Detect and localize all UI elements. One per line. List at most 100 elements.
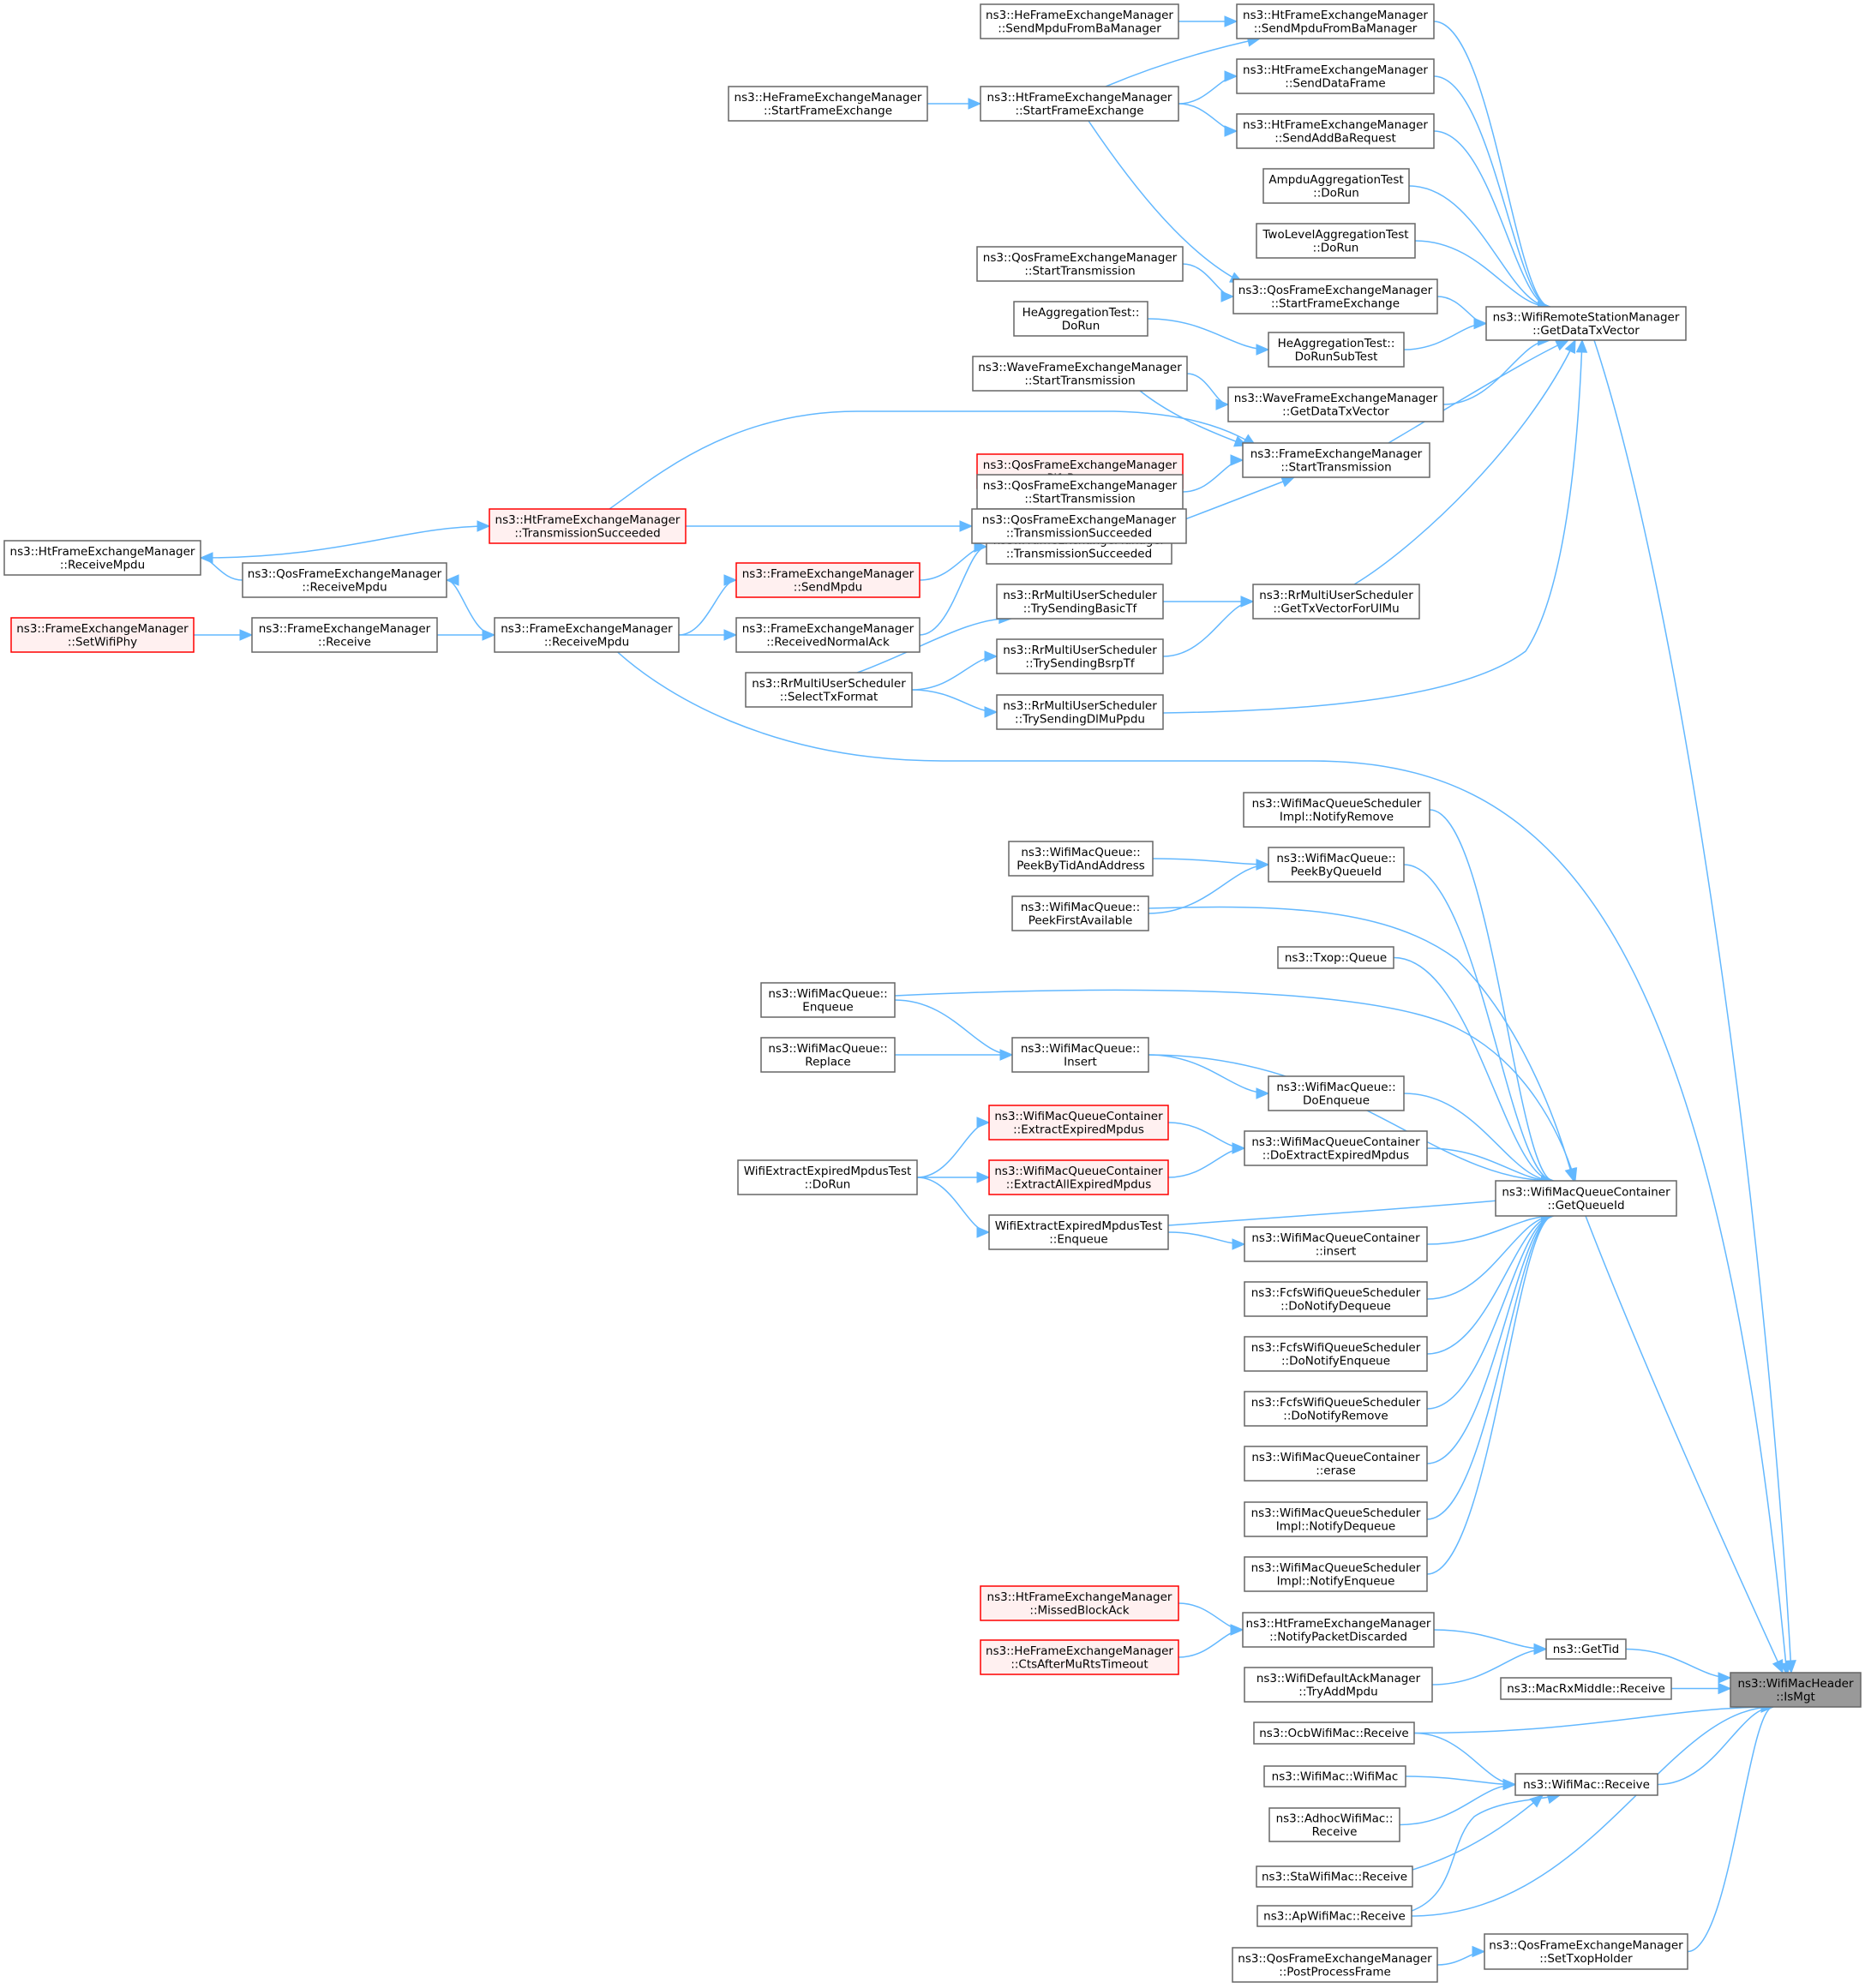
node-box[interactable]: [745, 672, 913, 708]
node-wmrecv[interactable]: ns3::WifiMac::Receive: [1514, 1773, 1658, 1796]
node-htrmpdu[interactable]: ns3::HtFrameExchangeManager::ReceiveMpdu: [3, 540, 201, 576]
node-wmqcerase[interactable]: ns3::WifiMacQueueContainer::erase: [1244, 1446, 1428, 1482]
node-gettid[interactable]: ns3::GetTid: [1545, 1638, 1627, 1660]
node-peektid[interactable]: ns3::WifiMacQueue::PeekByTidAndAddress: [1008, 841, 1154, 877]
node-box[interactable]: [735, 617, 921, 653]
node-box[interactable]: [980, 3, 1179, 39]
node-box[interactable]: [1244, 1556, 1428, 1592]
node-femrecv[interactable]: ns3::FrameExchangeManager::Receive: [251, 617, 438, 653]
node-rrbtf[interactable]: ns3::RrMultiUserScheduler::TrySendingBas…: [996, 584, 1164, 620]
node-box[interactable]: [494, 617, 680, 653]
node-box[interactable]: [3, 540, 201, 576]
node-box[interactable]: [1244, 1226, 1428, 1262]
node-box[interactable]: [489, 508, 687, 544]
node-box[interactable]: [1514, 1773, 1658, 1796]
node-box[interactable]: [737, 1159, 918, 1195]
node-box[interactable]: [728, 86, 928, 122]
node-box[interactable]: [996, 694, 1164, 730]
node-wmqrep[interactable]: ns3::WifiMacQueue::Replace: [760, 1037, 896, 1073]
node-box[interactable]: [1268, 332, 1405, 368]
node-wmqcexp[interactable]: ns3::WifiMacQueueContainer::ExtractExpir…: [988, 1105, 1169, 1141]
node-box[interactable]: [1243, 792, 1430, 828]
node-box[interactable]: [1500, 1677, 1672, 1700]
node-femsetphy[interactable]: ns3::FrameExchangeManager::SetWifiPhy: [10, 617, 195, 653]
node-rrbsrp[interactable]: ns3::RrMultiUserScheduler::TrySendingBsr…: [996, 638, 1164, 674]
node-box[interactable]: [1236, 113, 1435, 149]
node-box[interactable]: [972, 356, 1188, 392]
node-femrna[interactable]: ns3::FrameExchangeManager::ReceivedNorma…: [735, 617, 921, 653]
node-box[interactable]: [971, 508, 1187, 544]
node-box[interactable]: [988, 1214, 1169, 1250]
node-sta[interactable]: ns3::StaWifiMac::Receive: [1256, 1865, 1413, 1888]
node-box[interactable]: [1252, 584, 1420, 620]
node-htsfe[interactable]: ns3::HtFrameExchangeManager::StartFrameE…: [980, 86, 1179, 122]
node-box[interactable]: [996, 638, 1164, 674]
node-box[interactable]: [1545, 1638, 1627, 1660]
node-rrdlmu[interactable]: ns3::RrMultiUserScheduler::TrySendingDlM…: [996, 694, 1164, 730]
node-htsaba[interactable]: ns3::HtFrameExchangeManager::SendAddBaRe…: [1236, 113, 1435, 149]
node-defack[interactable]: ns3::WifiDefaultAckManager::TryAddMpdu: [1244, 1667, 1433, 1703]
node-rxmid[interactable]: ns3::MacRxMiddle::Receive: [1500, 1677, 1672, 1700]
node-qosst1[interactable]: ns3::QosFrameExchangeManager::StartTrans…: [976, 246, 1184, 282]
node-box[interactable]: [1263, 1765, 1406, 1787]
node-box[interactable]: [760, 982, 896, 1018]
node-wmqins[interactable]: ns3::WifiMacQueue::Insert: [1011, 1037, 1149, 1073]
node-box[interactable]: [1495, 1180, 1677, 1217]
node-wmqenq[interactable]: ns3::WifiMacQueue::Enqueue: [760, 982, 896, 1018]
node-box[interactable]: [1236, 58, 1435, 94]
node-box[interactable]: [1268, 847, 1405, 883]
node-fcfsdeq[interactable]: ns3::FcfsWifiQueueScheduler::DoNotifyDeq…: [1244, 1281, 1428, 1317]
node-box[interactable]: [976, 246, 1184, 282]
node-weemtenq[interactable]: WifiExtractExpiredMpdusTest::Enqueue: [988, 1214, 1169, 1250]
node-adhoc[interactable]: ns3::AdhocWifiMac::Receive: [1268, 1807, 1400, 1842]
node-box[interactable]: [1232, 278, 1438, 314]
node-box[interactable]: [988, 1159, 1169, 1195]
node-box[interactable]: [1244, 1281, 1428, 1317]
node-box[interactable]: [996, 584, 1164, 620]
node-qosts[interactable]: ns3::QosFrameExchangeManager::Transmissi…: [971, 508, 1187, 544]
node-heaggrun[interactable]: HeAggregationTest::DoRun: [1013, 301, 1148, 337]
node-box[interactable]: [1730, 1672, 1862, 1708]
node-ampdu[interactable]: AmpduAggregationTest::DoRun: [1262, 168, 1410, 204]
node-box[interactable]: [1244, 1391, 1428, 1427]
node-rrgtv[interactable]: ns3::RrMultiUserScheduler::GetTxVectorFo…: [1252, 584, 1420, 620]
node-gdtv[interactable]: ns3::WifiRemoteStationManager::GetDataTx…: [1485, 306, 1687, 341]
node-box[interactable]: [1244, 1336, 1428, 1372]
node-ctsafter[interactable]: ns3::HeFrameExchangeManager::CtsAfterMuR…: [980, 1639, 1179, 1675]
node-hesfe[interactable]: ns3::HeFrameExchangeManager::StartFrameE…: [728, 86, 928, 122]
node-fcfsenq[interactable]: ns3::FcfsWifiQueueScheduler::DoNotifyEnq…: [1244, 1336, 1428, 1372]
node-box[interactable]: [988, 1105, 1169, 1141]
node-htsdf[interactable]: ns3::HtFrameExchangeManager::SendDataFra…: [1236, 58, 1435, 94]
node-fcfsrem[interactable]: ns3::FcfsWifiQueueScheduler::DoNotifyRem…: [1244, 1391, 1428, 1427]
node-weemtrun[interactable]: WifiExtractExpiredMpdusTest::DoRun: [737, 1159, 918, 1195]
node-box[interactable]: [735, 562, 921, 598]
node-wmqcallexp[interactable]: ns3::WifiMacQueueContainer::ExtractAllEx…: [988, 1159, 1169, 1195]
node-txopq[interactable]: ns3::Txop::Queue: [1277, 946, 1394, 969]
node-wmqdoenq[interactable]: ns3::WifiMacQueue::DoEnqueue: [1268, 1075, 1405, 1111]
node-wmqsnd[interactable]: ns3::WifiMacQueueSchedulerImpl::NotifyDe…: [1244, 1501, 1428, 1537]
node-twolevel[interactable]: TwoLevelAggregationTest::DoRun: [1256, 223, 1416, 259]
node-femsmpdu[interactable]: ns3::FrameExchangeManager::SendMpdu: [735, 562, 921, 598]
node-wmqcdoexp[interactable]: ns3::WifiMacQueueContainer::DoExtractExp…: [1244, 1130, 1428, 1166]
node-wmqcins[interactable]: ns3::WifiMacQueueContainer::insert: [1244, 1226, 1428, 1262]
node-hesmba[interactable]: ns3::HeFrameExchangeManager::SendMpduFro…: [980, 3, 1179, 39]
node-box[interactable]: [1253, 1722, 1415, 1745]
node-rrsel[interactable]: ns3::RrMultiUserScheduler::SelectTxForma…: [745, 672, 913, 708]
node-postproc[interactable]: ns3::QosFrameExchangeManager::PostProces…: [1232, 1947, 1438, 1983]
node-box[interactable]: [1262, 168, 1410, 204]
node-wavest[interactable]: ns3::WaveFrameExchangeManager::StartTran…: [972, 356, 1188, 392]
node-box[interactable]: [1008, 841, 1154, 877]
node-box[interactable]: [1256, 1865, 1413, 1888]
node-box[interactable]: [976, 474, 1184, 510]
node-peekfirst[interactable]: ns3::WifiMacQueue::PeekFirstAvailable: [1011, 895, 1149, 931]
node-box[interactable]: [1268, 1807, 1400, 1842]
node-box[interactable]: [1013, 301, 1148, 337]
node-box[interactable]: [1256, 223, 1416, 259]
node-box[interactable]: [1011, 895, 1149, 931]
node-missedba[interactable]: ns3::HtFrameExchangeManager::MissedBlock…: [980, 1585, 1179, 1621]
node-qossfe[interactable]: ns3::QosFrameExchangeManager::StartFrame…: [1232, 278, 1438, 314]
node-box[interactable]: [980, 86, 1179, 122]
node-box[interactable]: [1242, 442, 1430, 478]
node-box[interactable]: [1232, 1947, 1438, 1983]
node-box[interactable]: [980, 1639, 1179, 1675]
